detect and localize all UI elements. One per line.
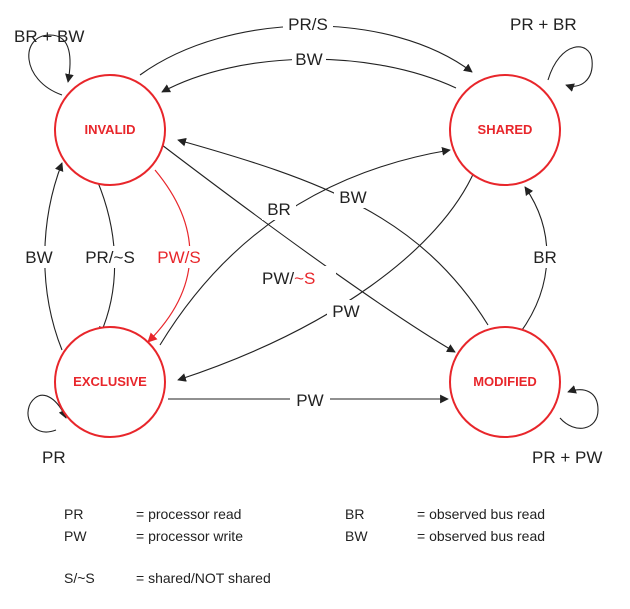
loop-invalid [28,34,74,96]
edge-shared-to-exclusive [177,169,476,382]
legend-desc: = observed bus read [417,506,545,522]
legend: PR = processor read PW = processor write… [64,506,545,586]
legend-item-bw: BW = observed bus read [345,528,545,544]
label-shared-self: PR + BR [510,15,577,34]
legend-item-s: S/~S = shared/NOT shared [64,570,271,586]
legend-desc: = processor write [136,528,243,544]
label-modified-to-shared: BR [533,248,557,267]
legend-item-pr: PR = processor read [64,506,241,522]
label-modified-to-invalid: BW [339,188,366,207]
label-invalid-self: BR + BW [14,27,84,46]
legend-abbr: BR [345,506,364,522]
loop-modified [559,385,599,429]
label-invalid-to-modified-prefix: PW/ [262,269,294,288]
label-exclusive-to-invalid: BW [25,248,52,267]
state-modified: MODIFIED [449,326,561,438]
edge-labels: PR/S BW BR + BW PR + BR BW PR/~S PW/S BR… [14,12,602,467]
legend-desc: = shared/NOT shared [136,570,271,586]
legend-item-pw: PW = processor write [64,528,243,544]
legend-desc: = processor read [136,506,241,522]
label-exclusive-to-modified: PW [296,391,323,410]
label-shared-to-invalid: BW [295,50,322,69]
legend-abbr: PR [64,506,83,522]
loop-shared [547,46,593,92]
label-invalid-to-exclusive-read: PR/~S [85,248,135,267]
label-invalid-to-modified-suffix: ~S [294,269,315,288]
legend-abbr: PW [64,528,87,544]
legend-abbr: S/~S [64,570,95,586]
edge-modified-to-invalid [177,137,489,326]
legend-desc: = observed bus read [417,528,545,544]
loop-exclusive [27,394,67,433]
state-invalid-label: INVALID [84,122,135,137]
label-invalid-to-exclusive-write: PW/S [157,248,200,267]
label-exclusive-self: PR [42,448,66,467]
state-invalid: INVALID [54,74,166,186]
label-modified-self: PR + PW [532,448,602,467]
label-shared-to-exclusive: PW [332,302,359,321]
label-exclusive-to-shared: BR [267,200,291,219]
label-invalid-to-modified: PW/~S [262,269,315,288]
legend-item-br: BR = observed bus read [345,506,545,522]
state-shared-label: SHARED [478,122,533,137]
state-modified-label: MODIFIED [473,374,537,389]
edge-invalid-to-modified [161,144,456,353]
state-exclusive-label: EXCLUSIVE [73,374,147,389]
label-invalid-to-shared: PR/S [288,15,328,34]
state-shared: SHARED [449,74,561,186]
state-exclusive: EXCLUSIVE [54,326,166,438]
legend-abbr: BW [345,528,368,544]
